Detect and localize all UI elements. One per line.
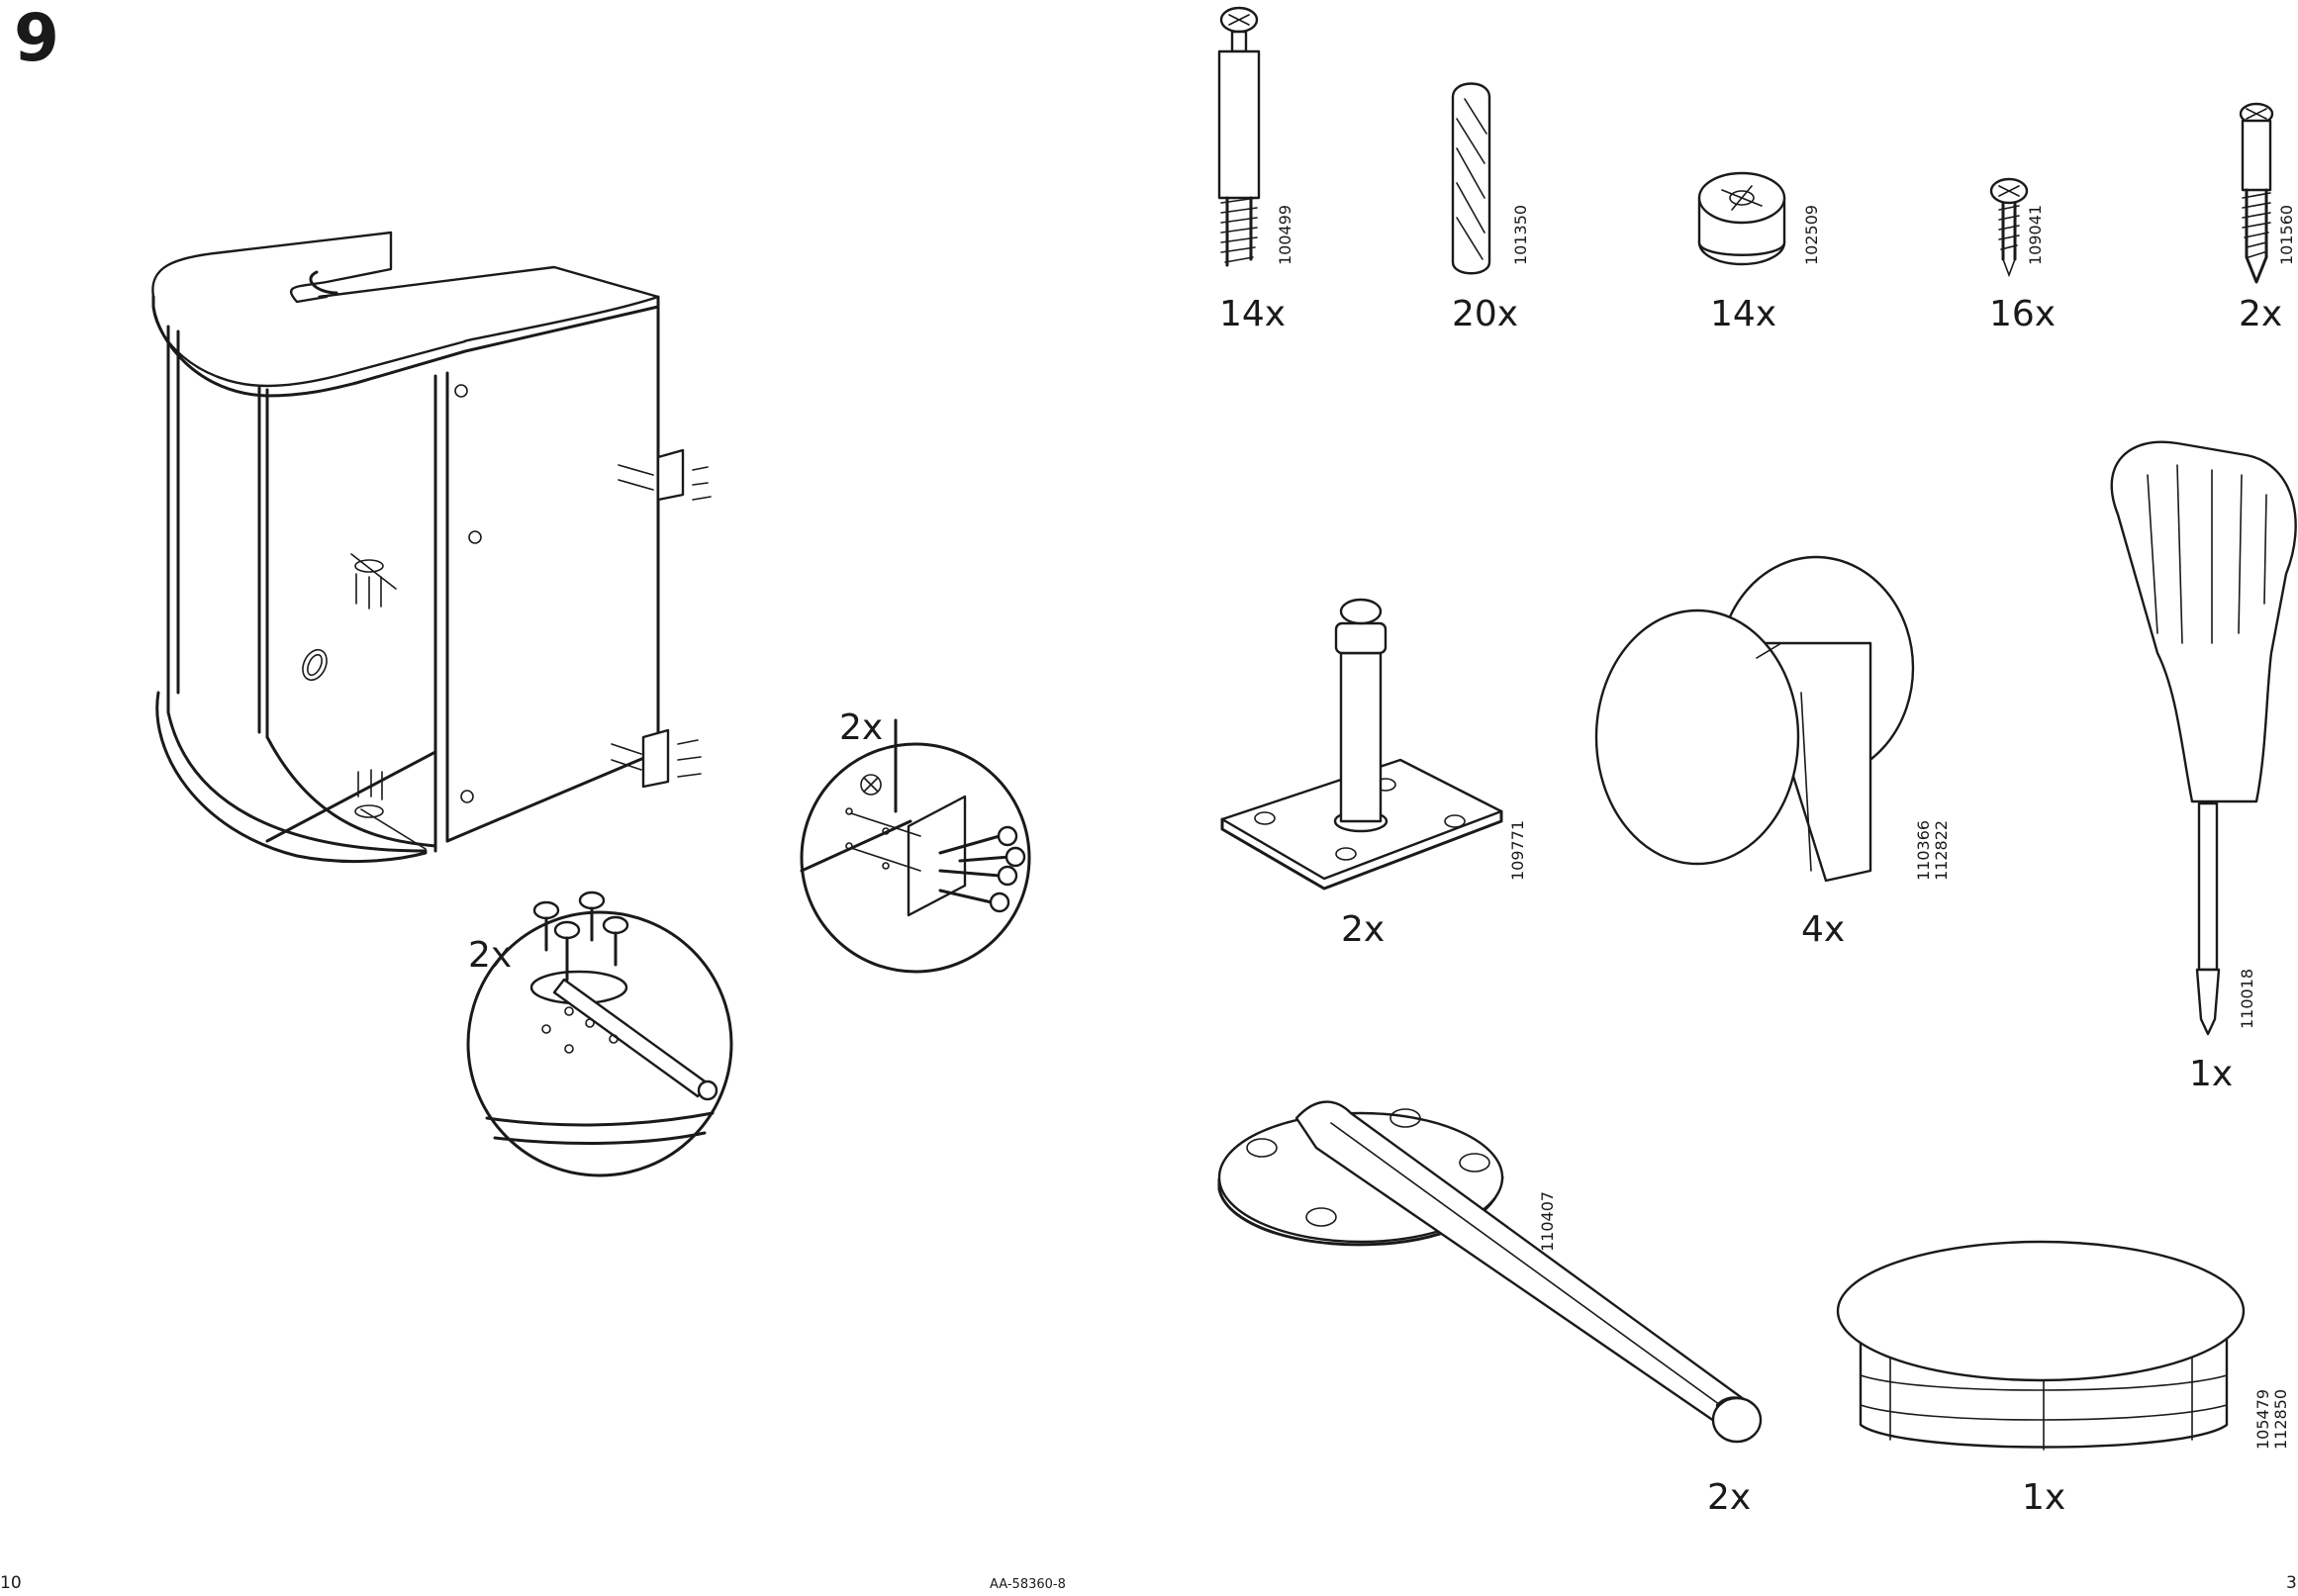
part-code: 110407 (1538, 1190, 1557, 1252)
callout-quantity-left: 2x (468, 935, 513, 976)
part-quantity: 1x (2022, 1477, 2066, 1518)
part-quantity: 2x (1341, 909, 1386, 950)
part-code: 105479 (2253, 1388, 2272, 1450)
part-quantity: 14x (1219, 294, 1287, 334)
cam-lock-icon (1697, 171, 1786, 266)
left-page-number: 10 (0, 1573, 22, 1593)
part-quantity: 20x (1452, 294, 1519, 334)
square-plate-pin-icon (1220, 598, 1503, 891)
part-quantity: 16x (1989, 294, 2057, 334)
step-number: 9 (14, 0, 59, 76)
callout-quantity-right: 2x (839, 707, 884, 748)
cover-cap-icon (1836, 1240, 2246, 1451)
threaded-bolt-icon (2239, 102, 2274, 284)
part-code: 112850 (2271, 1388, 2290, 1450)
round-plate-rod-icon (1217, 1100, 1763, 1444)
right-page-number: 3 (2286, 1573, 2297, 1593)
part-quantity: 2x (2239, 294, 2283, 334)
part-quantity: 4x (1801, 909, 1846, 950)
document-id: AA-58360-8 (990, 1577, 1066, 1592)
cam-bolt-icon (1217, 6, 1261, 267)
small-screw-icon (1989, 177, 2029, 278)
wood-dowel-icon (1451, 82, 1491, 275)
part-quantity: 14x (1710, 294, 1777, 334)
screwdriver-icon (2110, 440, 2297, 1036)
part-quantity: 1x (2189, 1054, 2234, 1094)
knob-icon (1594, 555, 1915, 883)
part-quantity: 2x (1707, 1477, 1752, 1518)
screw-icon (532, 891, 629, 982)
